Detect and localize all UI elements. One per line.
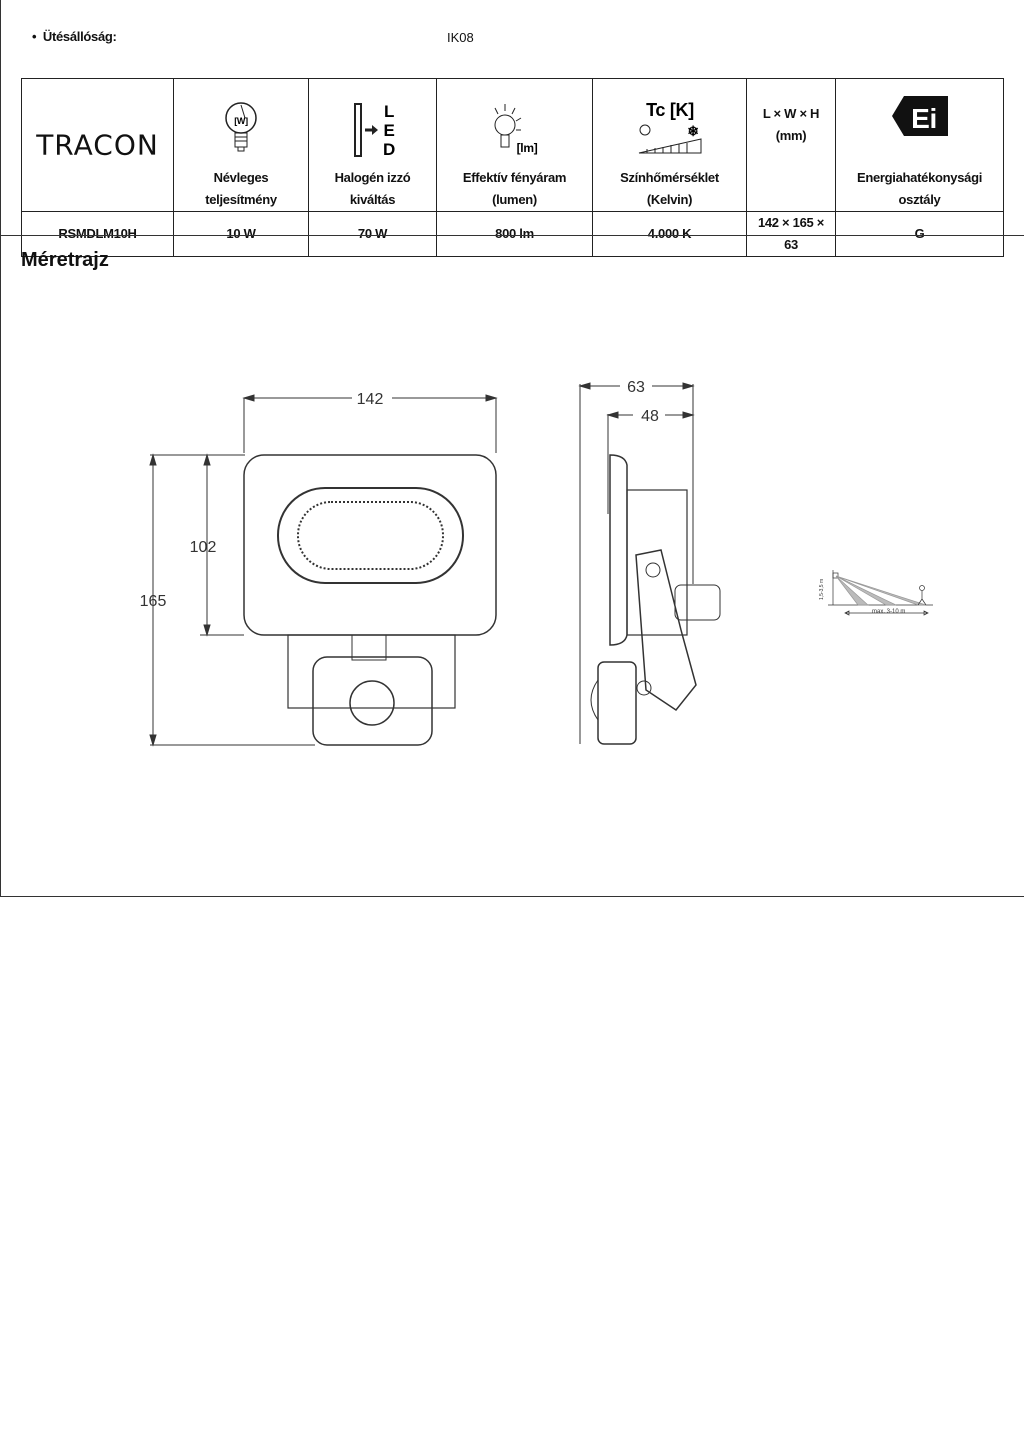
dimension-drawing: 142 102 165 63 48 max. 3-10 m 1,5-3,5 m: [139, 376, 933, 747]
svg-text:63: 63: [627, 379, 645, 396]
cell-halogen: 70 W: [308, 211, 437, 257]
svg-text:D: D: [383, 140, 395, 159]
svg-text:[lm]: [lm]: [516, 141, 537, 155]
spec-label: Ütésállóság:: [42, 29, 117, 44]
cell-energy-class: G: [835, 211, 1004, 257]
section-title: Méretrajz: [21, 249, 109, 271]
svg-text:max. 3-10 m: max. 3-10 m: [872, 609, 905, 615]
spec-value: IK08: [447, 30, 474, 45]
svg-text:Tc [K]: Tc [K]: [646, 100, 694, 120]
cell-power: 10 W: [173, 211, 309, 257]
divider: [0, 235, 1024, 236]
cell-lumen: 800 lm: [436, 211, 593, 257]
spec-item: • Ütésállóság:: [32, 29, 117, 44]
energy-label-icon: Ei: [891, 96, 948, 136]
bottom-divider: [0, 896, 1024, 897]
svg-text:E: E: [383, 121, 394, 140]
cell-kelvin: 4.000 K: [592, 211, 747, 257]
front-view: 142 102 165: [140, 388, 498, 747]
side-view: 63 48: [578, 376, 721, 745]
svg-text:165: 165: [140, 593, 167, 610]
sensor-range-diagram: max. 3-10 m 1,5-3,5 m: [819, 570, 933, 616]
svg-text:L: L: [383, 102, 393, 121]
left-border: [0, 0, 1, 896]
brand-logo: TRACON: [21, 78, 174, 212]
svg-text:[W]: [W]: [234, 116, 248, 126]
halogen-to-led-icon: LED: [353, 102, 395, 159]
svg-text:102: 102: [190, 539, 217, 556]
svg-text:❄: ❄: [687, 123, 698, 139]
svg-text:1,5-3,5 m: 1,5-3,5 m: [819, 579, 825, 600]
svg-text:48: 48: [641, 408, 659, 425]
cell-model: RSMDLM10H: [21, 211, 174, 257]
header-lumen: [lm] Effektív fényáram(lumen): [436, 78, 593, 212]
cell-dimensions: 142 × 165 × 63: [746, 211, 836, 257]
bulb-lumen-icon: [lm]: [494, 104, 538, 155]
header-kelvin: Tc [K]❄ Színhőmérséklet(Kelvin): [592, 78, 747, 212]
color-temperature-icon: Tc [K] ❄: [638, 100, 701, 154]
svg-text:142: 142: [357, 391, 384, 408]
svg-text:Ei: Ei: [911, 103, 937, 134]
bulb-watt-icon: [W]: [225, 102, 257, 152]
